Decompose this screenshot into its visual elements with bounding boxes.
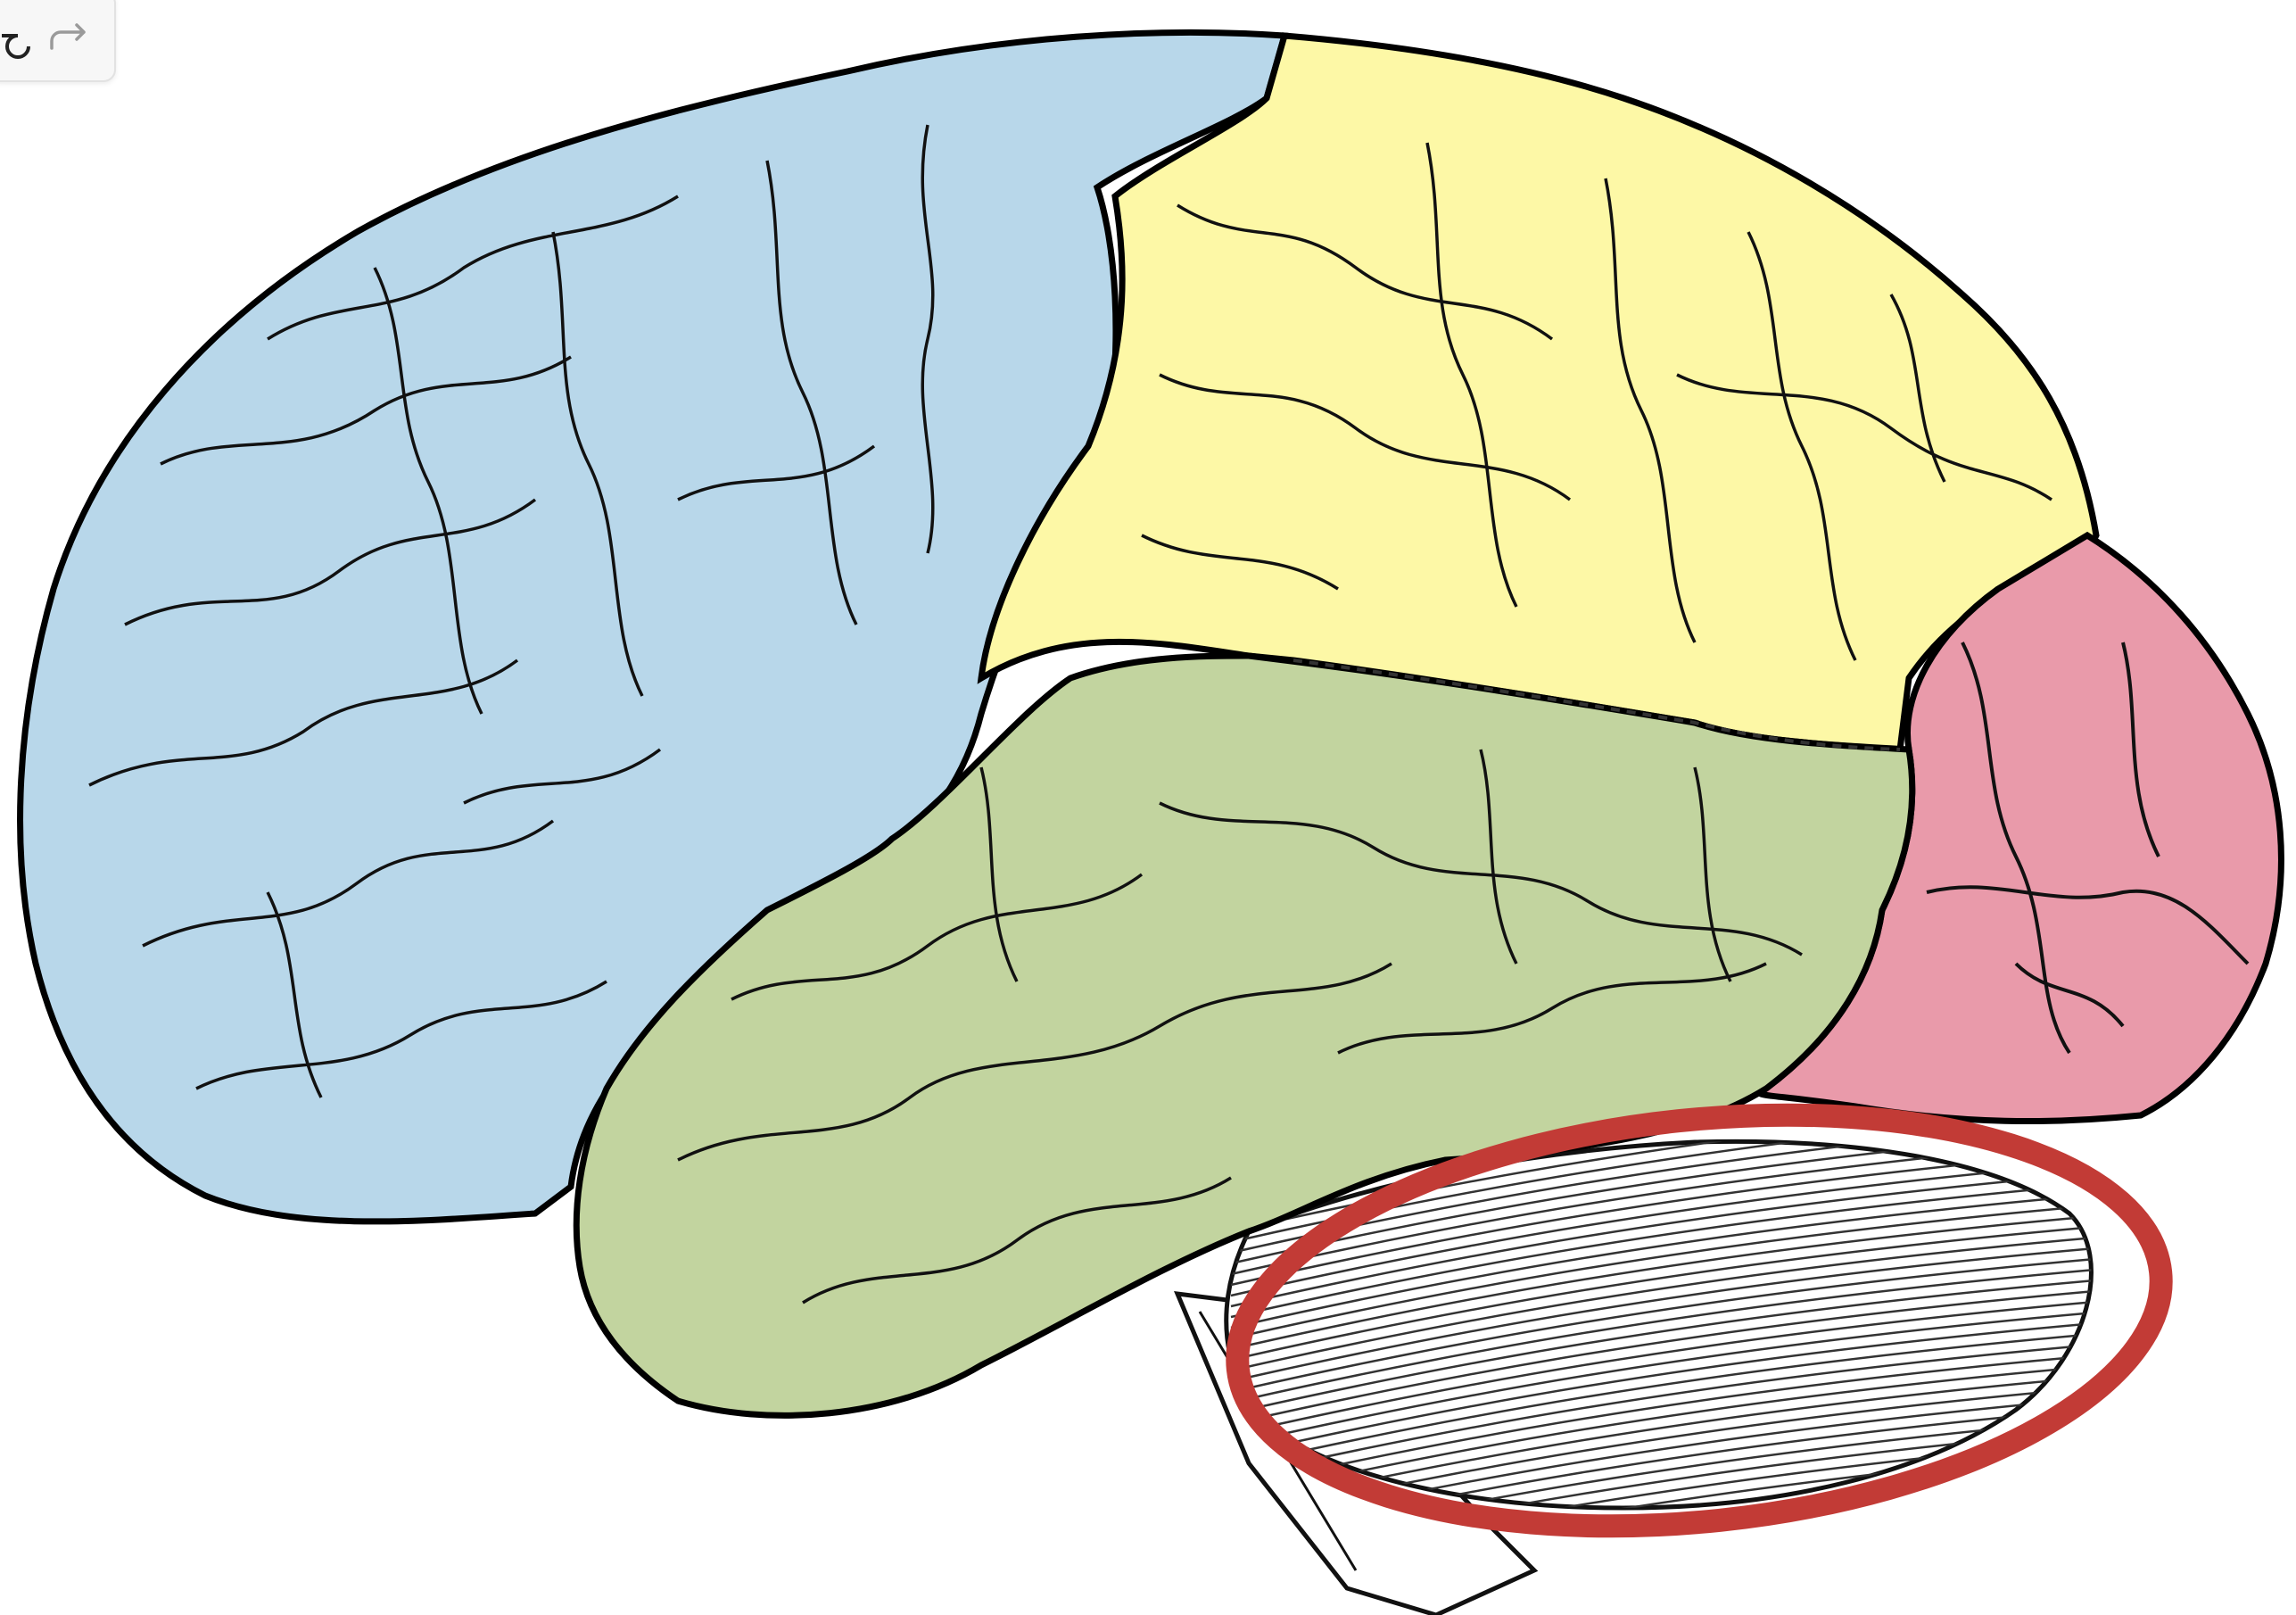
cerebellum-folium [1230, 1331, 2092, 1469]
sulcus-line [195, 980, 607, 1090]
cerebellum-folium [1230, 1149, 2092, 1287]
cerebellum-folium [1230, 1141, 2092, 1233]
sulcus-line [124, 498, 537, 626]
sulcus-line [463, 748, 662, 805]
cerebellum-folium [1230, 1141, 2092, 1244]
sulcus-line [1889, 294, 1946, 483]
cerebellum-folium [1230, 1417, 2092, 1508]
sulcus-line [1337, 962, 1767, 1055]
cerebellum-folium [1230, 1203, 2092, 1340]
sulcus-line [267, 195, 679, 341]
undo-redo-toolbar [0, 0, 116, 82]
sulcus-line [765, 160, 858, 625]
cerebellum-folium [1230, 1288, 2092, 1426]
sulcus-line [2014, 962, 2125, 1028]
frontal-sulci [88, 124, 935, 1098]
sulcus-line [921, 124, 935, 554]
cerebellum-folium [1230, 1235, 2092, 1372]
cerebellum-folium [1230, 1256, 2092, 1394]
sulcus-line [1141, 534, 1339, 591]
temporal-lobe [573, 652, 1916, 1419]
sulcus-line [677, 962, 1392, 1162]
cerebellum-highlight-circle [1226, 1103, 2173, 1538]
sulcus-line [1604, 178, 1697, 643]
sulcus-line [1926, 885, 2250, 965]
sulcus-line [266, 891, 323, 1098]
sulcus-line [1177, 203, 1554, 341]
undo-icon [2, 34, 30, 59]
sulcus-line [1159, 373, 1572, 501]
sulcus-line [1961, 642, 2071, 1055]
cerebellum-folium [1230, 1192, 2092, 1329]
cerebellum-folium [1230, 1181, 2092, 1319]
sulcus-line [142, 819, 555, 948]
cerebellum-folium [1230, 1428, 2092, 1508]
occipital-sulci [1926, 642, 2250, 1055]
sulcus-line [1693, 766, 1732, 982]
sulcus-line [979, 766, 1019, 982]
cerebellum-folium [1230, 1246, 2092, 1383]
sulcus-line [88, 658, 519, 787]
sulcus-line [731, 873, 1144, 1001]
sulcus-line [160, 355, 572, 466]
parietal-temporal-boundary [1293, 658, 1901, 751]
undo-button[interactable] [0, 2, 39, 73]
sulcus-line [373, 267, 483, 715]
sulcus-line [551, 231, 644, 697]
cerebellum-folium [1230, 1160, 2092, 1297]
parietal-sulci [1141, 142, 2052, 661]
cerebellum-folium [1230, 1267, 2092, 1404]
cerebellum-folium [1230, 1224, 2092, 1362]
cerebellum-folium [1230, 1213, 2092, 1351]
redo-icon [50, 23, 86, 50]
cerebellum-folium [1230, 1396, 2092, 1508]
redo-button[interactable] [45, 2, 95, 73]
sulcus-line [1479, 749, 1518, 965]
sulcus-line [802, 1176, 1232, 1304]
cerebellum-folium [1230, 1406, 2092, 1508]
sulcus-line [1747, 231, 1857, 661]
sulcus-line [1676, 373, 2052, 501]
sulcus-line [1159, 801, 1803, 957]
cerebellum-folium [1230, 1310, 2092, 1447]
sulcus-line [1425, 142, 1518, 608]
cerebellum-folium [1230, 1171, 2092, 1308]
sulcus-line [677, 444, 876, 501]
cerebellum-folium [1230, 1321, 2092, 1458]
cerebellum-folium [1230, 1299, 2092, 1437]
cerebellum-folium [1230, 1278, 2092, 1415]
temporal-sulci [677, 749, 1803, 1304]
sulcus-line [2121, 642, 2160, 857]
